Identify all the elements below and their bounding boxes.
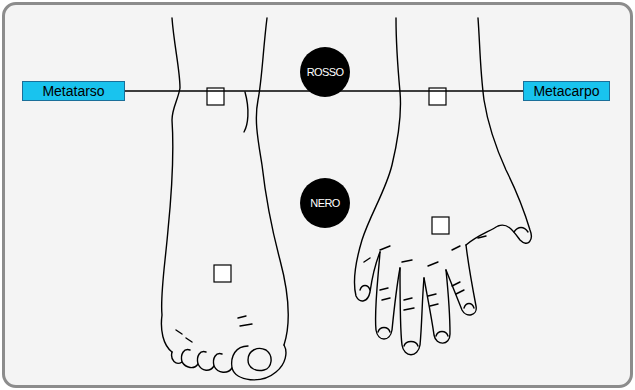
electrode-circle: NERO bbox=[299, 177, 351, 229]
electrode-square bbox=[432, 217, 449, 234]
electrode-square bbox=[214, 265, 231, 282]
part-label-box: Metatarso bbox=[22, 81, 125, 101]
connector-line bbox=[125, 90, 523, 91]
part-label-box: Metacarpo bbox=[523, 81, 610, 101]
thumbnail bbox=[514, 228, 528, 233]
electrode-squares bbox=[207, 88, 449, 282]
finger-crease bbox=[364, 236, 486, 310]
electrode-label: ROSSO bbox=[307, 66, 344, 78]
toe-line bbox=[181, 346, 248, 368]
part-label: Metacarpo bbox=[533, 83, 599, 100]
toenail bbox=[248, 348, 271, 370]
hand-outline bbox=[354, 18, 400, 301]
finger-outline bbox=[375, 252, 400, 339]
electrode-label: NERO bbox=[310, 197, 339, 209]
ankle-line bbox=[244, 92, 248, 132]
electrode-circle: ROSSO bbox=[299, 46, 351, 98]
fingernail bbox=[360, 286, 474, 347]
hand-drawing bbox=[354, 18, 531, 355]
foot-outline bbox=[161, 18, 180, 352]
thumb-outline bbox=[466, 18, 531, 245]
foot-outline bbox=[256, 18, 288, 345]
part-label: Metatarso bbox=[42, 83, 104, 100]
circle-fill bbox=[300, 178, 350, 228]
toe-crease bbox=[176, 316, 252, 342]
foot-drawing bbox=[161, 18, 288, 380]
circle-fill bbox=[300, 47, 350, 97]
toes-outline bbox=[172, 345, 286, 380]
